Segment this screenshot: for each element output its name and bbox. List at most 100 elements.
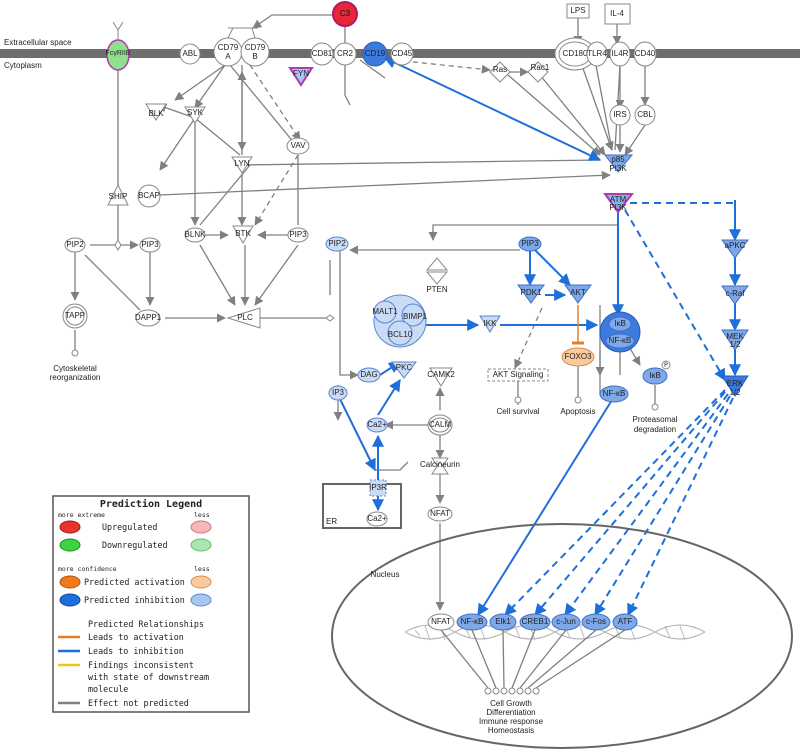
svg-text:molecule: molecule bbox=[88, 684, 128, 694]
node-camk2[interactable]: CAMK2 bbox=[427, 367, 455, 387]
node-il4r[interactable]: IL4R bbox=[609, 41, 631, 67]
svg-text:Rac1: Rac1 bbox=[531, 63, 550, 72]
node-cd40[interactable]: CD40 bbox=[633, 41, 657, 67]
node-tlr4[interactable]: TLR4 bbox=[586, 41, 608, 67]
node-dag[interactable]: DAG bbox=[357, 367, 381, 383]
node-ras[interactable]: Ras bbox=[489, 61, 511, 83]
node-pdk1[interactable]: PDK1 bbox=[517, 284, 545, 304]
prediction-legend: Prediction Legend more extreme less Upre… bbox=[52, 495, 250, 713]
node-fcgr2b[interactable]: FcγRIIB bbox=[106, 21, 131, 71]
node-abl[interactable]: ABL bbox=[179, 43, 201, 65]
node-rac1[interactable]: Rac1 bbox=[527, 61, 550, 83]
cell-survival-label: Cell survival bbox=[496, 407, 539, 416]
node-cd45[interactable]: CD45 bbox=[390, 42, 414, 66]
node-nuc-nfkb[interactable]: NF-κB bbox=[456, 613, 488, 631]
node-irs[interactable]: IRS bbox=[609, 104, 631, 126]
node-cd81[interactable]: CD81 bbox=[310, 42, 334, 66]
node-pten[interactable]: PTEN bbox=[425, 257, 449, 294]
svg-text:Leads to activation: Leads to activation bbox=[88, 632, 184, 642]
node-bcap[interactable]: BCAP bbox=[137, 184, 161, 208]
node-cd79b[interactable]: CD79 B bbox=[227, 27, 270, 67]
node-atm-pi3k[interactable]: ATM PI3K bbox=[603, 193, 635, 214]
node-cd19[interactable]: CD19 bbox=[362, 41, 388, 67]
node-calm[interactable]: CALM bbox=[427, 414, 453, 436]
svg-text:PI3K: PI3K bbox=[609, 203, 627, 212]
node-cd180[interactable]: CD180 bbox=[554, 37, 596, 71]
node-cd79a[interactable]: CD79 A bbox=[213, 37, 243, 67]
svg-text:TAPP: TAPP bbox=[65, 311, 85, 320]
akt-signaling-box[interactable]: AKT Signaling bbox=[487, 368, 549, 382]
svg-text:SHIP: SHIP bbox=[109, 192, 128, 201]
node-cjun[interactable]: c-Jun bbox=[551, 613, 581, 631]
node-fyn[interactable]: FYN bbox=[288, 67, 314, 87]
node-blnk[interactable]: BLNK bbox=[184, 227, 207, 243]
node-pip3-mid[interactable]: PIP3 bbox=[287, 227, 309, 243]
svg-text:MEK: MEK bbox=[726, 332, 744, 341]
node-pip2-left[interactable]: PIP2 bbox=[64, 237, 86, 253]
svg-text:Differentiation: Differentiation bbox=[486, 708, 535, 717]
node-btk[interactable]: BTK bbox=[232, 225, 254, 244]
node-nfat-cyt[interactable]: NFAT bbox=[427, 506, 453, 522]
node-pkc[interactable]: PKC bbox=[391, 361, 417, 379]
node-cbl[interactable]: CBL bbox=[634, 104, 656, 126]
node-ship[interactable]: SHIP bbox=[107, 183, 129, 206]
svg-text:Ca2+: Ca2+ bbox=[367, 514, 387, 523]
node-nuc-nfat[interactable]: NFAT bbox=[427, 613, 455, 631]
svg-text:BCAP: BCAP bbox=[138, 191, 160, 200]
node-nfkb-cyt[interactable]: NF-κB bbox=[599, 385, 629, 403]
node-tapp[interactable]: TAPP bbox=[62, 303, 88, 329]
node-mek12[interactable]: MEK 1/2 bbox=[721, 329, 749, 351]
node-ca2[interactable]: Ca2+ bbox=[366, 417, 388, 433]
node-lps[interactable]: LPS bbox=[566, 3, 590, 19]
legend-inhibition-swatch bbox=[59, 593, 81, 607]
node-il4[interactable]: IL-4 bbox=[604, 3, 631, 25]
svg-text:BTK: BTK bbox=[235, 229, 251, 238]
svg-text:FcγRIIB: FcγRIIB bbox=[106, 50, 131, 57]
node-apkc[interactable]: aPKC bbox=[721, 239, 749, 259]
node-blk[interactable]: BLK bbox=[145, 103, 167, 121]
node-ikb-nfkb-complex[interactable]: IκB NF-κB bbox=[599, 311, 641, 353]
node-ca2-er[interactable]: Ca2+ bbox=[366, 511, 388, 527]
svg-text:NF-κB: NF-κB bbox=[609, 336, 632, 345]
svg-text:CD180: CD180 bbox=[563, 49, 588, 58]
svg-text:DAG: DAG bbox=[360, 370, 377, 379]
svg-text:c-Raf: c-Raf bbox=[725, 289, 745, 298]
node-ip3r[interactable]: IP3R bbox=[369, 479, 387, 497]
node-erk12[interactable]: ERK 1/2 bbox=[721, 375, 749, 397]
svg-text:NFAT: NFAT bbox=[430, 509, 450, 518]
node-creb1[interactable]: CREB1 bbox=[519, 613, 551, 631]
svg-text:c-Fos: c-Fos bbox=[586, 617, 606, 626]
node-vav[interactable]: VAV bbox=[286, 137, 310, 155]
svg-text:more confidence: more confidence bbox=[58, 565, 117, 573]
node-cfos[interactable]: c-Fos bbox=[581, 613, 611, 631]
node-syk[interactable]: SYK bbox=[184, 106, 206, 124]
node-pip2-right[interactable]: PIP2 bbox=[325, 236, 349, 252]
node-plc[interactable]: PLC bbox=[226, 307, 261, 329]
node-cr2[interactable]: CR2 bbox=[333, 42, 357, 66]
node-pi3k-p85[interactable]: p85 PI3K bbox=[603, 154, 634, 173]
node-atf[interactable]: ATF bbox=[612, 613, 638, 631]
node-foxo3[interactable]: FOXO3 bbox=[561, 347, 595, 367]
node-dapp1[interactable]: DAPP1 bbox=[135, 309, 162, 327]
svg-text:Nucleus: Nucleus bbox=[371, 570, 400, 579]
node-akt[interactable]: AKT bbox=[564, 284, 592, 304]
node-calcineurin[interactable]: Calcineurin bbox=[420, 457, 460, 475]
svg-text:IP3: IP3 bbox=[332, 388, 345, 397]
svg-text:Cell Growth: Cell Growth bbox=[490, 699, 532, 708]
node-pip3-right[interactable]: PIP3 bbox=[518, 236, 542, 252]
svg-text:IKK: IKK bbox=[484, 319, 498, 328]
node-elk1[interactable]: Elk1 bbox=[489, 613, 517, 631]
svg-text:CAMK2: CAMK2 bbox=[427, 370, 455, 379]
svg-text:VAV: VAV bbox=[291, 141, 306, 150]
node-ikb-p[interactable]: IκB P bbox=[642, 360, 671, 385]
node-craf[interactable]: c-Raf bbox=[721, 285, 749, 305]
node-lyn[interactable]: LYN bbox=[231, 156, 253, 174]
node-pip3-left[interactable]: PIP3 bbox=[139, 237, 161, 253]
svg-text:Calcineurin: Calcineurin bbox=[420, 460, 460, 469]
node-ip3[interactable]: IP3 bbox=[328, 385, 348, 401]
svg-text:less: less bbox=[194, 565, 210, 573]
er-compartment: ER bbox=[322, 483, 402, 529]
node-ikk[interactable]: IKK bbox=[479, 315, 501, 333]
node-c3[interactable]: C3 bbox=[332, 1, 358, 27]
node-cbm-complex[interactable]: MALT1 BIMP1 BCL10 bbox=[372, 294, 428, 348]
